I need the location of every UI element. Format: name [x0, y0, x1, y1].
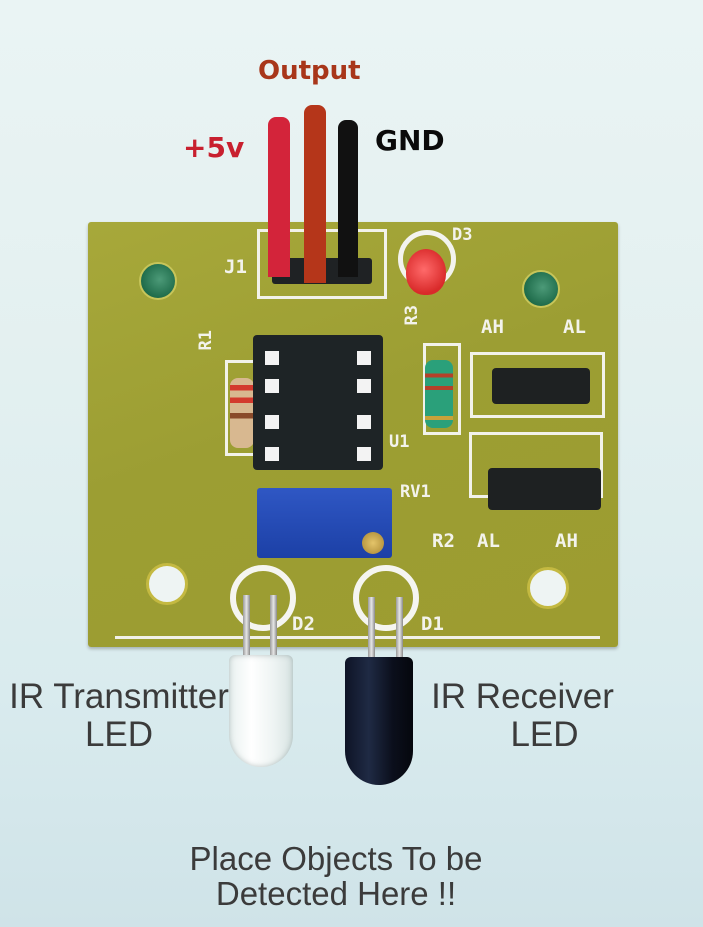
jumper-bottom-label-right: AH	[555, 530, 578, 552]
d2-silk-label: D2	[292, 613, 315, 635]
mounting-hole-bottom-left	[146, 563, 188, 605]
ic-pin	[265, 447, 279, 461]
resistor-r3	[425, 360, 453, 428]
rx-led-leg	[368, 597, 375, 665]
rx-led-leg	[396, 597, 403, 665]
potentiometer-adjust-screw[interactable]	[362, 532, 384, 554]
pcb-bottom-silk-line	[115, 636, 600, 639]
d3-silk-label: D3	[452, 225, 473, 245]
u1-silk-label: U1	[389, 432, 410, 452]
ir-transmitter-label: IR Transmitter LED	[5, 678, 233, 754]
ir-receiver-label-line1: IR Receiver	[431, 677, 614, 716]
vcc-label: +5v	[183, 131, 245, 164]
tx-led-leg	[270, 595, 277, 665]
caption-line2: Detected Here !!	[215, 874, 457, 912]
ir-receiver-label: IR Receiver LED	[420, 678, 625, 754]
rv1-silk-label: RV1	[400, 482, 431, 502]
mounting-hole-bottom-right	[527, 567, 569, 609]
d2-footprint	[230, 565, 296, 631]
gnd-label: GND	[375, 124, 445, 157]
resistor-r1	[230, 378, 254, 448]
detection-zone-caption: Place Objects To be Detected Here !!	[140, 840, 532, 912]
jumper-top-outline	[470, 352, 605, 418]
ic-pin	[357, 447, 371, 461]
caption-line1: Place Objects To be	[189, 840, 483, 877]
d1-footprint	[353, 565, 419, 631]
jumper-top-label-left: AH	[481, 316, 504, 338]
jumper-top-shunt[interactable]	[492, 368, 590, 404]
ir-receiver-label-line2: LED	[510, 714, 579, 754]
ir-receiver-led	[345, 657, 413, 785]
mounting-hole-top-right	[522, 270, 560, 308]
ic-pin	[265, 351, 279, 365]
ic-pin	[265, 415, 279, 429]
ir-transmitter-label-line1: IR Transmitter	[9, 677, 229, 716]
ic-u1	[253, 335, 383, 470]
ic-pin	[265, 379, 279, 393]
r1-silk-label: R1	[196, 330, 216, 351]
vcc-wire	[268, 117, 290, 277]
r3-silk-label: R3	[402, 305, 422, 326]
output-wire	[304, 105, 326, 283]
tx-led-leg	[243, 595, 250, 665]
ir-transmitter-label-line2: LED	[84, 714, 154, 754]
ir-transmitter-led	[229, 655, 293, 767]
d1-silk-label: D1	[421, 613, 444, 635]
mounting-hole-top-left	[139, 262, 177, 300]
ic-pin	[357, 351, 371, 365]
j1-silk-label: J1	[224, 256, 247, 278]
gnd-wire	[338, 120, 358, 277]
jumper-top-label-right: AL	[563, 316, 586, 338]
r2-silk-label: R2	[432, 530, 455, 552]
status-led-d3	[406, 249, 446, 295]
ic-pin	[357, 415, 371, 429]
jumper-bottom-label-left: AL	[477, 530, 500, 552]
output-label: Output	[258, 56, 361, 86]
ic-pin	[357, 379, 371, 393]
r1-outline	[225, 360, 255, 456]
r3-outline	[423, 343, 461, 435]
jumper-bottom-shunt[interactable]	[488, 468, 601, 510]
